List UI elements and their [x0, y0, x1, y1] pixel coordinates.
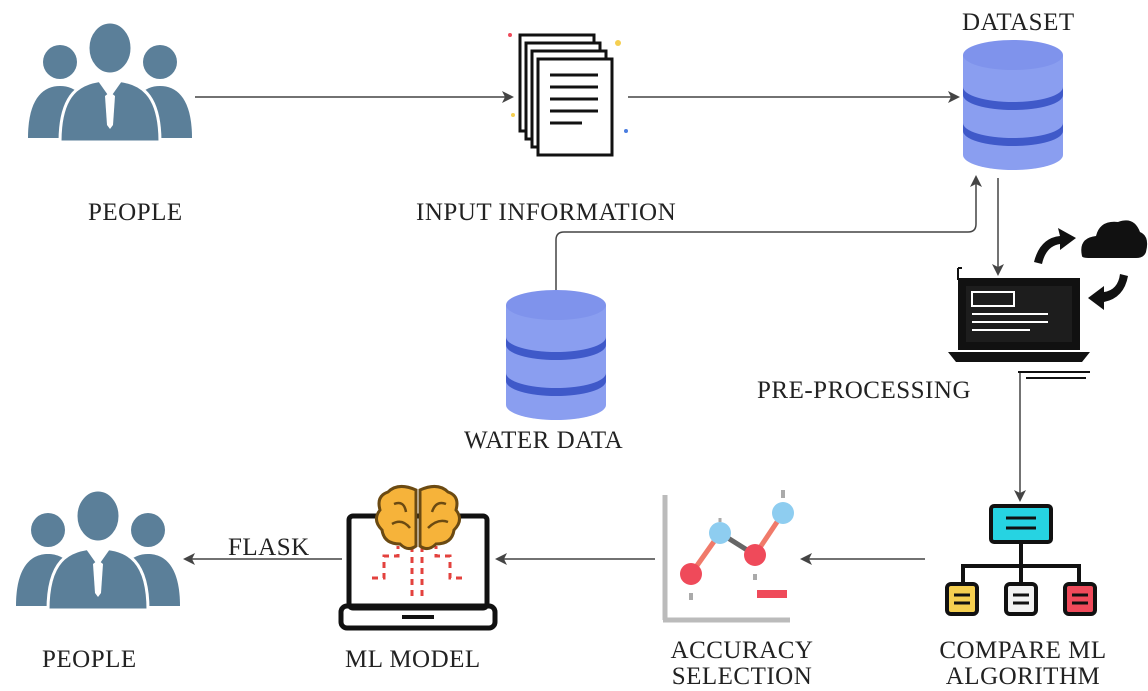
laptop-icon	[948, 267, 1090, 379]
label-flask: FLASK	[228, 534, 310, 561]
label-people-bottom: PEOPLE	[42, 646, 137, 673]
people-group-bottom-icon	[14, 488, 182, 612]
label-dataset: DATASET	[962, 9, 1075, 36]
label-accuracy-selection-1: ACCURACY	[670, 637, 814, 664]
ml-model-laptop-icon	[338, 513, 498, 631]
water-database-icon	[506, 290, 606, 420]
label-ml-model: ML MODEL	[345, 646, 481, 673]
documents-icon	[508, 33, 628, 157]
people-group-icon	[26, 20, 194, 144]
arrow-water-to-dataset	[555, 175, 982, 292]
label-water-data: WATER DATA	[464, 427, 624, 454]
brain-icon	[375, 485, 461, 551]
label-compare-ml-1: COMPARE ML	[939, 637, 1107, 664]
label-pre-processing: PRE-PROCESSING	[757, 377, 971, 404]
label-people-top: PEOPLE	[88, 199, 183, 226]
label-compare-ml-2: ALGORITHM	[945, 663, 1101, 690]
label-accuracy-selection-2: SELECTION	[671, 663, 813, 690]
database-icon	[963, 40, 1063, 170]
connectors	[183, 91, 1026, 565]
hierarchy-icon	[945, 504, 1097, 616]
label-input-information: INPUT INFORMATION	[416, 199, 677, 226]
cloud-icon	[1081, 220, 1148, 258]
sync-arrows-icon	[1034, 228, 1128, 310]
line-chart-icon	[662, 490, 794, 623]
